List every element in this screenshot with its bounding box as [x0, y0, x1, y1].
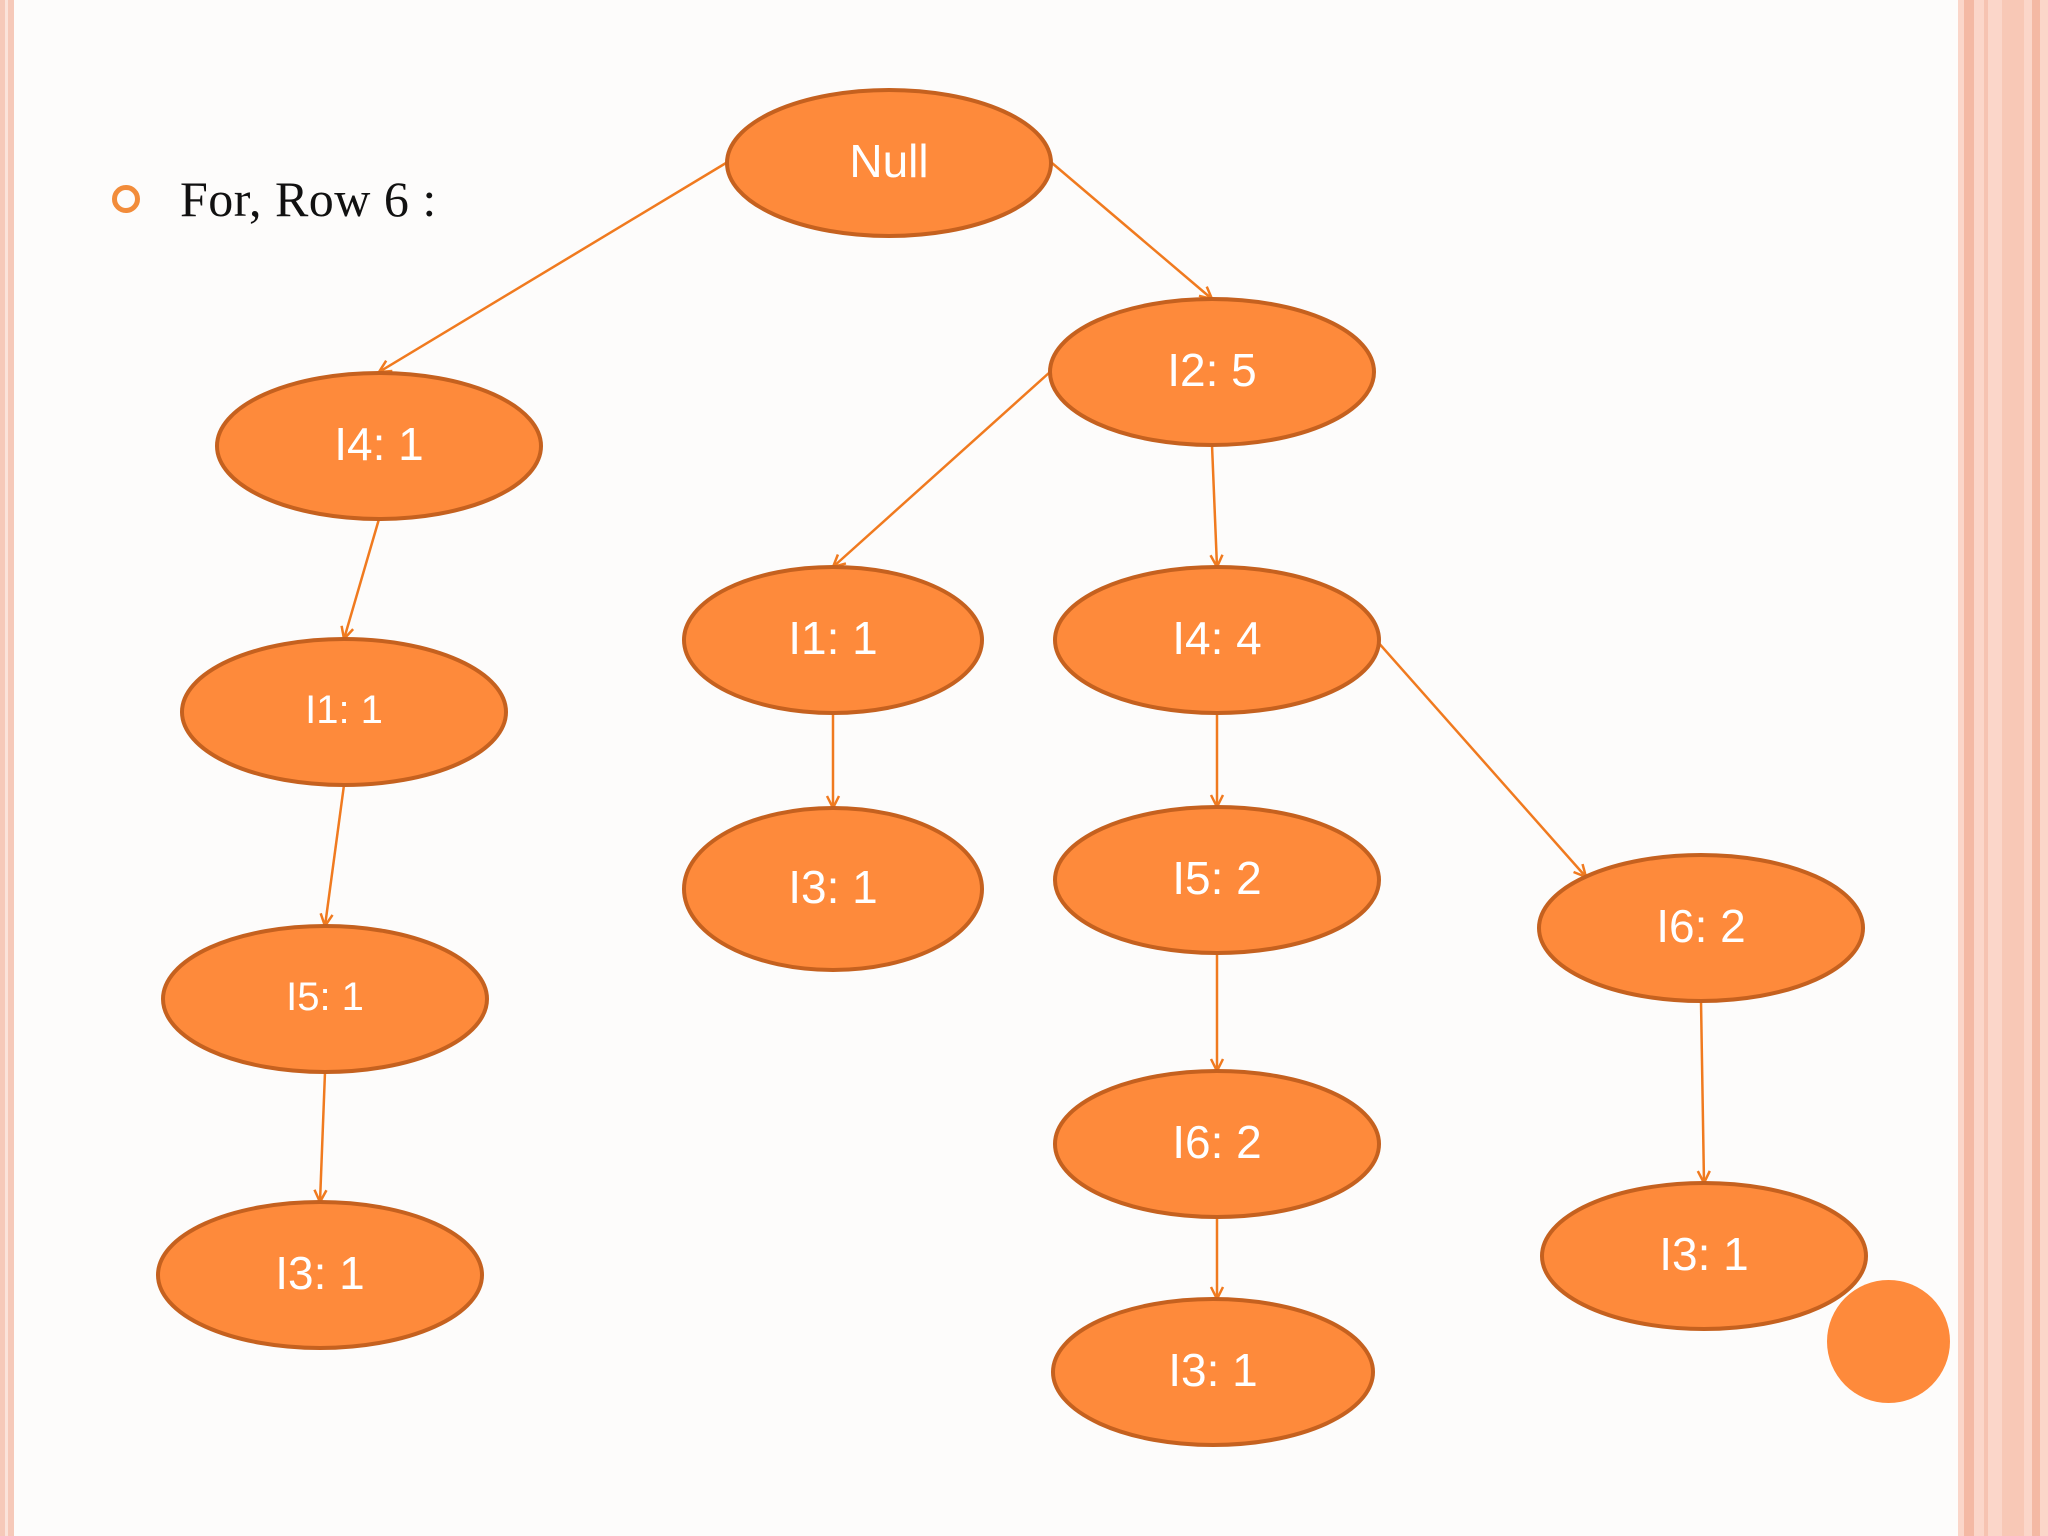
decorative-circle: [1827, 1280, 1950, 1403]
node-ellipse: [682, 565, 984, 715]
tree-node-i6-mid: I6: 2: [1053, 1069, 1381, 1219]
node-ellipse: [215, 371, 543, 521]
node-ellipse: [156, 1200, 484, 1350]
edge-i2-to-i4-mid: [1212, 444, 1217, 567]
node-label: I5: 1: [286, 975, 364, 1019]
edge-i5-left-to-i3-left: [320, 1071, 325, 1202]
node-ellipse: [1051, 1297, 1375, 1447]
node-ellipse: [682, 806, 984, 972]
tree-node-i1-mid: I1: 1: [682, 565, 984, 715]
tree-node-i4-left: I4: 1: [215, 371, 543, 521]
circle-bullet-icon: [112, 185, 140, 213]
bullet-text: For, Row 6 :: [180, 171, 437, 227]
tree-node-i5-left: I5: 1: [161, 924, 489, 1074]
node-ellipse: [1048, 297, 1376, 447]
tree-node-i4-mid: I4: 4: [1053, 565, 1381, 715]
node-label: I3: 1: [1659, 1228, 1749, 1280]
node-label: I1: 1: [788, 612, 878, 664]
node-ellipse: [1053, 805, 1381, 955]
tree-node-i1-left: I1: 1: [180, 637, 508, 787]
node-label: I4: 1: [334, 418, 424, 470]
edge-i1-left-to-i5-left: [325, 784, 346, 926]
node-label: I3: 1: [275, 1247, 365, 1299]
node-ellipse: [1053, 1069, 1381, 1219]
right-stripe: [1984, 0, 1988, 1536]
right-stripe: [1964, 0, 1974, 1536]
edge-i6-right-to-i3-right: [1701, 1000, 1704, 1183]
edge-i4-left-to-i1-left: [344, 518, 381, 639]
node-ellipse: [1537, 853, 1865, 1003]
node-label: I3: 1: [1168, 1344, 1258, 1396]
right-border-decoration: [1958, 0, 2048, 1536]
node-ellipse: [725, 88, 1053, 238]
node-label: I6: 2: [1172, 1116, 1262, 1168]
node-label: I5: 2: [1172, 852, 1262, 904]
tree-node-i3-right: I3: 1: [1540, 1181, 1868, 1331]
node-label: I3: 1: [788, 861, 878, 913]
node-ellipse: [180, 637, 508, 787]
left-border-decoration: [0, 0, 14, 1536]
right-stripe: [2002, 0, 2024, 1536]
node-label: I1: 1: [305, 688, 383, 732]
node-ellipse: [1540, 1181, 1868, 1331]
bullet-point: For, Row 6 :: [112, 170, 437, 228]
tree-node-i6-right: I6: 2: [1537, 853, 1865, 1003]
edges-layer: [320, 161, 1704, 1299]
node-ellipse: [1053, 565, 1381, 715]
tree-node-i2: I2: 5: [1048, 297, 1376, 447]
node-label: I2: 5: [1167, 344, 1257, 396]
node-label: Null: [849, 135, 928, 187]
tree-node-i5-mid: I5: 2: [1053, 805, 1381, 955]
edge-null-to-i2: [1051, 162, 1212, 299]
edge-i2-to-i1-mid: [833, 371, 1051, 567]
tree-node-i3-left: I3: 1: [156, 1200, 484, 1350]
tree-node-i3-bottom: I3: 1: [1051, 1297, 1375, 1447]
node-label: I4: 4: [1172, 612, 1262, 664]
right-stripe: [2032, 0, 2040, 1536]
node-label: I6: 2: [1656, 900, 1746, 952]
edge-null-to-i4-left: [379, 161, 727, 372]
node-ellipse: [161, 924, 489, 1074]
tree-node-null: Null: [725, 88, 1053, 238]
tree-node-i3-mid: I3: 1: [682, 806, 984, 972]
